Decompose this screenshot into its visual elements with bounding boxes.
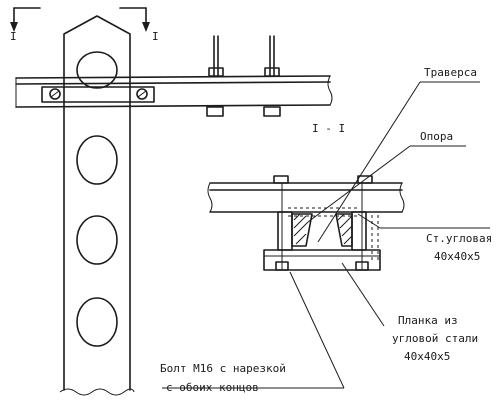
clamp-plate [41, 86, 155, 103]
section-cut-marks [10, 7, 150, 32]
section-view [207, 175, 405, 271]
label-bolt-line2: с обоих концов [166, 381, 259, 394]
label-traverse: Траверса [424, 66, 477, 79]
label-plate-line3: 40x40x5 [404, 350, 451, 363]
label-angle-steel-size: 40x40x5 [434, 250, 481, 263]
label-angle-steel-title: Ст.угловая [426, 232, 493, 245]
label-support: Опора [420, 130, 454, 143]
section-mark-right: I [152, 30, 159, 43]
label-bolt-line1: Болт М16 с нарезкой [160, 362, 286, 375]
support-post [59, 15, 135, 396]
traverse-beam-side [15, 75, 333, 108]
section-title: I - I [312, 122, 346, 135]
leader-lines [162, 81, 490, 389]
section-mark-left: I [10, 30, 17, 43]
traverse-studs [206, 35, 281, 117]
label-plate-line1: Планка из [398, 314, 458, 327]
label-plate-line2: угловой стали [392, 332, 479, 345]
